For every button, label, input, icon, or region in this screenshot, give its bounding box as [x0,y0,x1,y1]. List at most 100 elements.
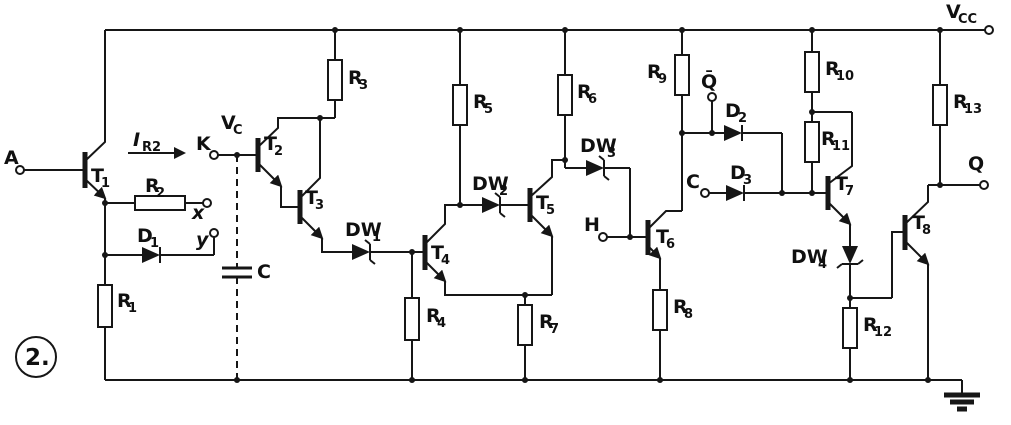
label-r7-main: R [539,311,554,333]
diode-d1 [105,237,215,263]
contact-x [202,198,212,208]
label-dw3-sub: 3 [607,146,616,161]
vcc-rail [105,25,994,35]
resistor-r3 [327,30,343,118]
label-r10-sub: 10 [836,69,854,84]
label-a: A [4,147,19,169]
resistor-r13 [932,30,948,185]
transistor-t8 [850,185,930,380]
junction-dots [102,27,943,383]
labels: A K x y H C Q̄ Q V C V CC I R2 C T 1 T 2… [4,1,984,340]
label-t7-sub: 7 [845,184,854,199]
label-dw3-main: DW [580,135,617,157]
label-r2-main: R [145,175,160,197]
resistor-r12 [842,298,858,380]
label-r13-sub: 13 [964,102,982,117]
label-y: y [196,229,210,251]
label-t2-main: T [264,133,277,155]
resistor-r1 [97,284,113,380]
label-r6-main: R [577,81,592,103]
label-r9-sub: 9 [658,72,667,87]
label-t8-sub: 8 [922,223,931,238]
label-h: H [584,214,600,236]
label-r1-sub: 1 [128,301,137,316]
label-ir2-sub: R2 [142,140,161,155]
label-dw1-main: DW [345,219,382,241]
label-d3-sub: 3 [743,173,752,188]
resistor-r10 [804,30,820,122]
terminal-c [700,188,710,198]
resistor-r5 [452,30,468,205]
terminal-qbar [707,92,717,102]
label-vc-sub: C [233,123,243,138]
label-t2-sub: 2 [274,144,283,159]
output-q [928,180,989,190]
label-x: x [191,202,205,224]
label-d1-sub: 1 [150,236,159,251]
label-r1-main: R [117,290,132,312]
label-r2-sub: 2 [156,186,165,201]
label-r5-sub: 5 [484,102,493,117]
label-r13-main: R [953,91,968,113]
label-d1-main: D [137,225,153,247]
input-h [598,232,648,242]
label-t6-main: T [656,226,669,248]
label-qbar: Q̄ [701,70,717,93]
output-qbar [707,92,717,133]
terminal-h [598,232,608,242]
zener-dw1 [352,239,425,265]
transistor-t6 [645,210,682,290]
transistor-t5 [527,159,565,295]
label-r10-main: R [825,58,840,80]
resistor-r11 [804,121,820,193]
figure-number: 2. [25,345,50,371]
transistor-t7 [812,111,853,242]
zener-dw4 [836,242,864,298]
label-vc-main: V [221,112,236,134]
label-r8-main: R [673,296,688,318]
label-r4-main: R [426,305,441,327]
contact-y [209,228,219,238]
label-dw2-main: DW [472,173,509,195]
ground-symbol-icon [944,392,980,412]
vcc-terminal [984,25,994,35]
resistor-r6 [557,30,573,168]
label-dw1-sub: 1 [372,230,381,245]
capacitor-c [222,155,252,380]
label-dw2-sub: 2 [499,184,508,199]
label-r5-main: R [473,91,488,113]
transistor-t4 [422,204,552,296]
switch-contacts-kxy [202,150,258,238]
resistor-r4 [404,252,420,380]
label-d2-main: D [725,100,741,122]
resistor-r2 [105,195,203,211]
label-t3-main: T [305,187,318,209]
label-r12-sub: 12 [874,325,892,340]
figure-badge: 2. [15,336,57,378]
zener-dw2 [460,192,530,218]
input-a [15,165,85,175]
label-r8-sub: 8 [684,307,693,322]
transistor-t2 [255,117,335,208]
label-vcc-main: V [946,1,961,23]
label-ir2-main: I [133,129,140,151]
label-r3-main: R [348,67,363,89]
label-dw4-main: DW [791,246,828,268]
label-t1-sub: 1 [101,176,110,191]
label-t4-sub: 4 [441,253,450,268]
label-capacitor: C [257,261,271,283]
transistor-t1 [82,30,107,285]
diode-d2 [682,125,783,193]
label-t5-sub: 5 [546,203,555,218]
label-t1-main: T [91,165,104,187]
label-r12-main: R [863,314,878,336]
transistor-t3 [297,118,352,253]
label-r3-sub: 3 [359,78,368,93]
label-vcc-sub: CC [958,12,977,27]
label-c-input: C [686,171,700,193]
label-r4-sub: 4 [437,316,446,331]
label-dw4-sub: 4 [818,257,827,272]
label-t4-main: T [431,242,444,264]
terminal-q [979,180,989,190]
